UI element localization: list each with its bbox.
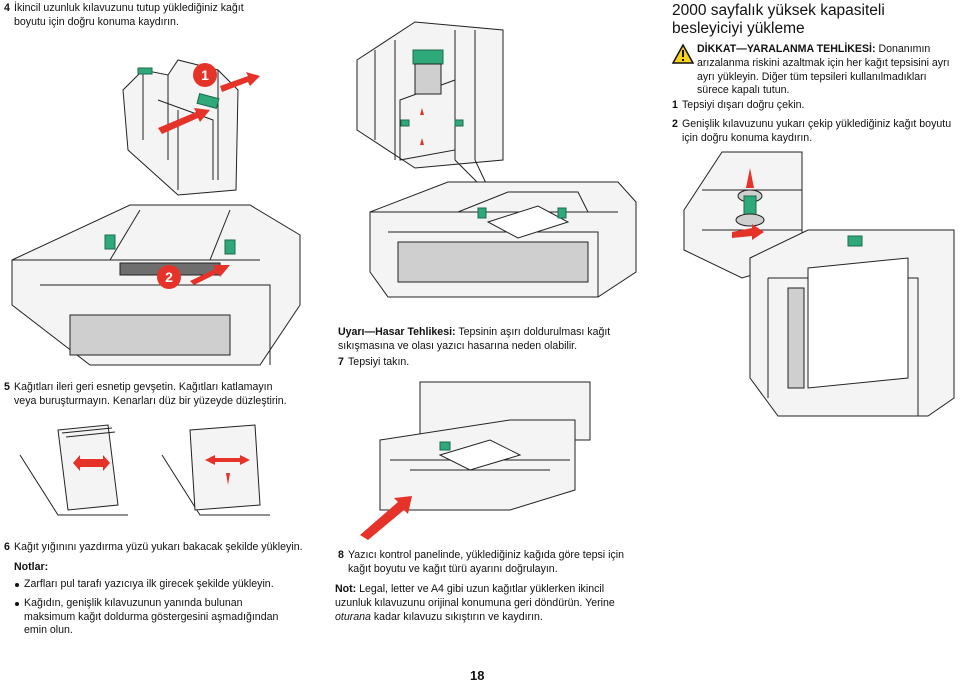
step-number: 7 bbox=[338, 356, 344, 368]
list-item: Zarfları pul tarafı yazıcıya ilk girecek… bbox=[14, 578, 284, 592]
fan-paper-illustration bbox=[161, 424, 270, 516]
damage-warning: Uyarı—Hasar Tehlikesi: Tepsinin aşırı do… bbox=[338, 326, 628, 354]
step-number: 4 bbox=[4, 2, 10, 14]
list-item: Kağıdın, genişlik kılavuzunun yanında bu… bbox=[14, 597, 284, 638]
step-number: 2 bbox=[672, 118, 678, 130]
callout-badge-icon: 2 bbox=[157, 265, 181, 289]
step-number: 1 bbox=[672, 99, 678, 111]
warning-label: Uyarı—Hasar Tehlikesi: bbox=[338, 326, 456, 338]
step-number: 8 bbox=[338, 549, 344, 561]
feeder-illustration bbox=[749, 229, 955, 417]
caution-triangle-icon bbox=[671, 43, 695, 64]
caution-label: DİKKAT—YARALANMA TEHLİKESİ: bbox=[697, 43, 876, 55]
notes-list: Zarfları pul tarafı yazıcıya ilk girecek… bbox=[14, 578, 284, 643]
step-text: Yazıcı kontrol panelinde, yüklediğiniz k… bbox=[348, 549, 624, 575]
notes-label: Notlar: bbox=[14, 561, 49, 573]
step-6: 6 Kağıt yığınını yazdırma yüzü yukarı ba… bbox=[4, 541, 304, 555]
note-text-italic: oturana bbox=[335, 610, 371, 623]
step-8: 8 Yazıcı kontrol panelinde, yüklediğiniz… bbox=[338, 549, 628, 577]
step-1: 1 Tepsiyi dışarı doğru çekin. bbox=[672, 99, 952, 113]
fan-paper-illustration bbox=[19, 424, 128, 516]
length-guide-detail-illustration bbox=[122, 59, 260, 196]
caution-notice: DİKKAT—YARALANMA TEHLİKESİ: Donanımın ar… bbox=[697, 43, 955, 98]
caution-text: Donanımın arızalanma riskini azaltmak iç… bbox=[697, 43, 950, 97]
note-text: kadar kılavuzu sıkıştırın ve kaydırın. bbox=[370, 610, 543, 623]
step-5: 5 Kağıtları ileri geri esnetip gevşetin.… bbox=[4, 381, 294, 409]
callout-label: 1 bbox=[201, 67, 209, 83]
page-number: 18 bbox=[470, 668, 485, 683]
callout-label: 2 bbox=[165, 269, 173, 285]
step-text: Tepsiyi dışarı doğru çekin. bbox=[682, 99, 805, 111]
step-7: 7 Tepsiyi takın. bbox=[338, 356, 538, 370]
tray-illustration bbox=[369, 181, 637, 298]
callout-badge-icon: 1 bbox=[193, 63, 217, 87]
length-guide-note: Not: Legal, letter ve A4 gibi uzun kağıt… bbox=[335, 583, 625, 624]
step-number: 5 bbox=[4, 381, 10, 393]
guide-zoom-illustration bbox=[356, 21, 504, 169]
warning-text: Tepsinin aşırı doldurulması kağıt sıkışm… bbox=[338, 326, 611, 352]
step-4: 4 İkincil uzunluk kılavuzunu tutup yükle… bbox=[4, 2, 254, 30]
step-text: Genişlik kılavuzunu yukarı çekip yükledi… bbox=[682, 118, 952, 144]
page-title: 2000 sayfalık yüksek kapasiteli besleyic… bbox=[672, 2, 885, 38]
note-label: Not: bbox=[335, 583, 357, 595]
step-2: 2 Genişlik kılavuzunu yukarı çekip yükle… bbox=[672, 118, 958, 146]
note-text: Legal, letter ve A4 gibi uzun kağıtlar y… bbox=[335, 583, 615, 609]
tray-illustration bbox=[11, 204, 301, 366]
step-number: 6 bbox=[4, 541, 10, 553]
step-text: Kağıtları ileri geri esnetip gevşetin. K… bbox=[14, 381, 287, 407]
step-text: İkincil uzunluk kılavuzunu tutup yükledi… bbox=[14, 2, 244, 28]
insert-tray-illustration bbox=[360, 381, 591, 540]
step-text: Tepsiyi takın. bbox=[348, 356, 410, 368]
step-text: Kağıt yığınını yazdırma yüzü yukarı baka… bbox=[14, 541, 303, 553]
